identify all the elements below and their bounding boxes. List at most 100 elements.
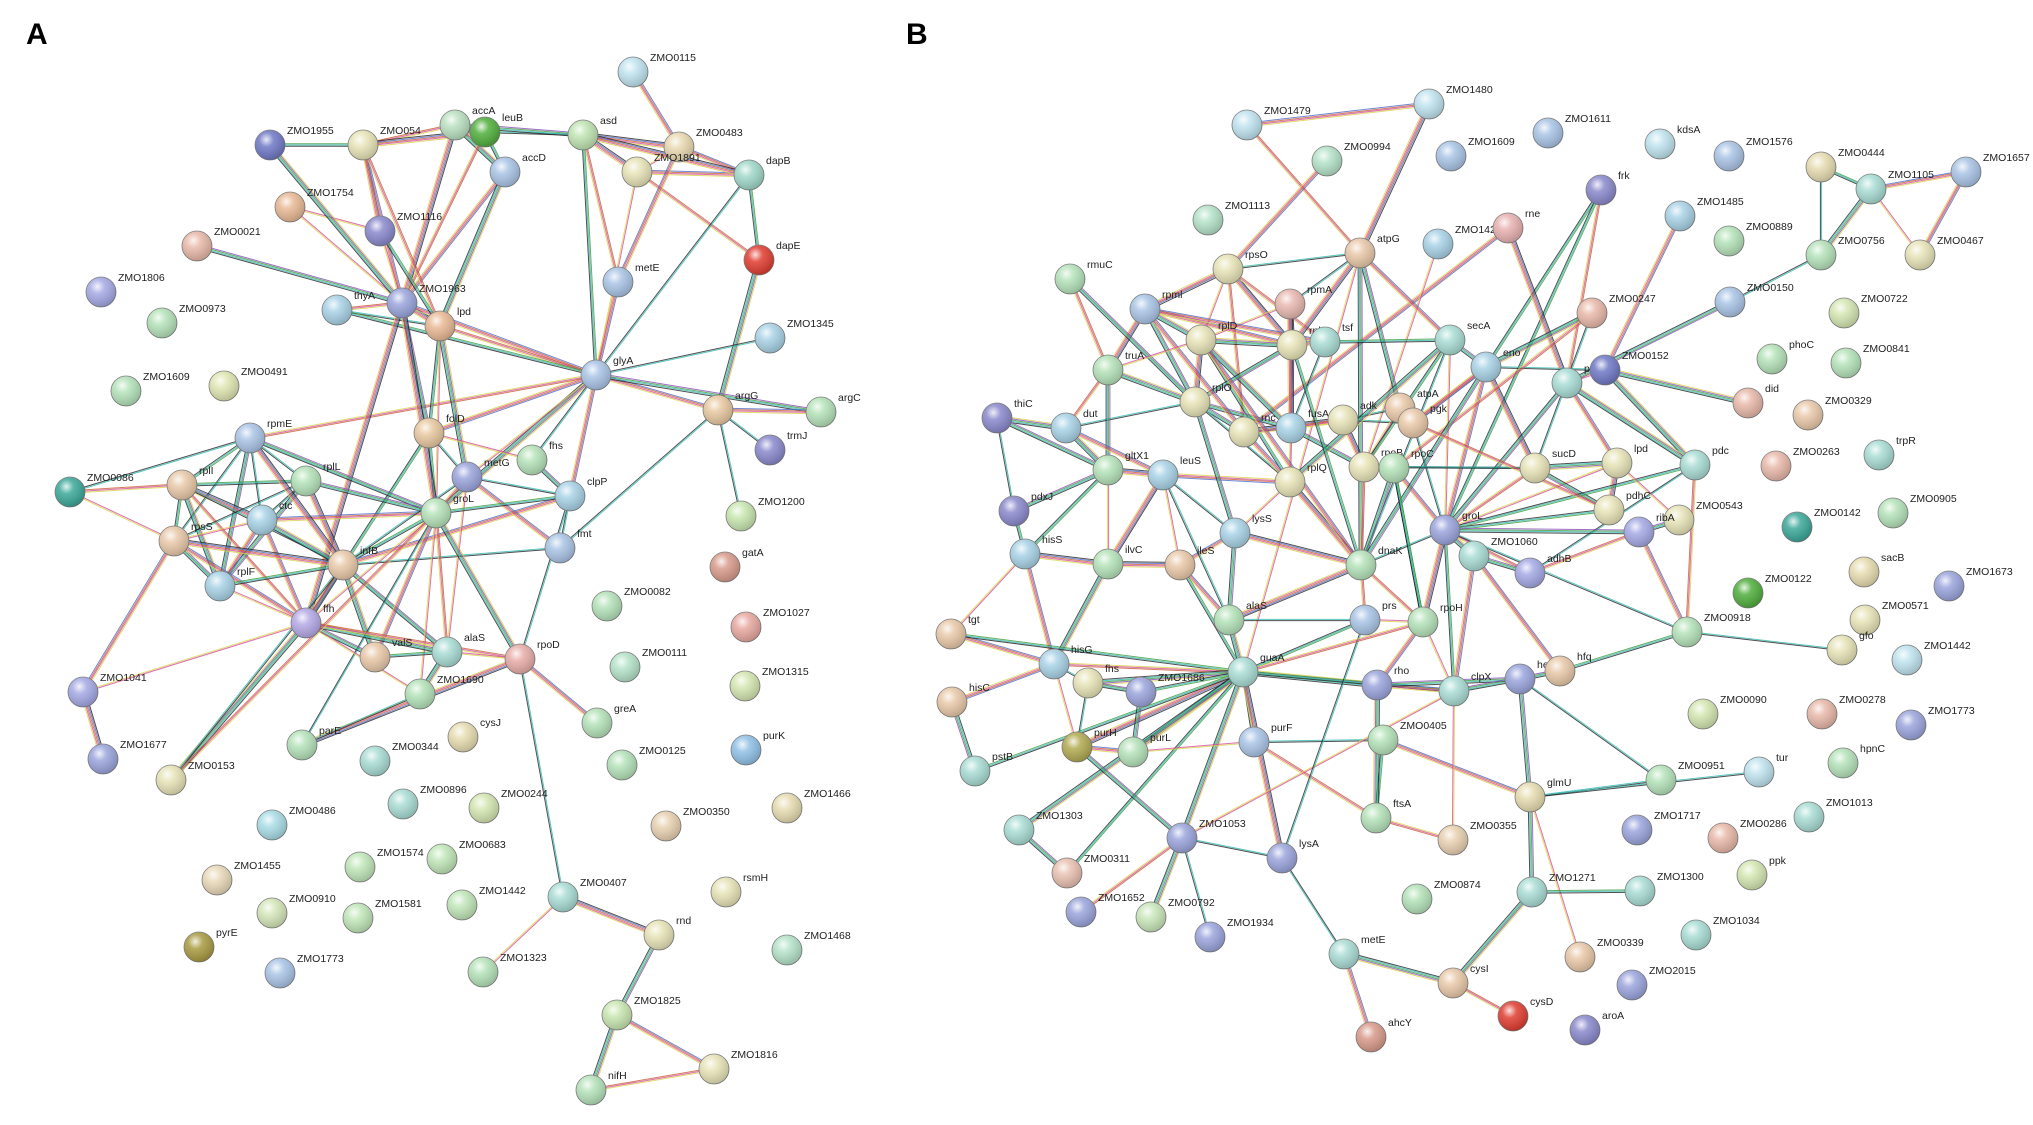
protein-node-ZMO1041[interactable]: ZMO1041: [67, 672, 147, 708]
protein-node-ZMO1303[interactable]: ZMO1303: [1003, 810, 1083, 846]
protein-node-adhB[interactable]: adhB: [1514, 553, 1572, 589]
protein-node-valS[interactable]: valS: [359, 637, 412, 673]
protein-node-gfo[interactable]: gfo: [1826, 630, 1874, 666]
protein-node-rpsS[interactable]: rpsS: [158, 521, 213, 557]
protein-node-pyrE[interactable]: pyrE: [183, 927, 238, 963]
protein-node-ZMO1323[interactable]: ZMO1323: [467, 952, 547, 988]
protein-node-ZMO1271[interactable]: ZMO1271: [1516, 872, 1596, 908]
protein-node-ZMO1455[interactable]: ZMO1455: [201, 860, 281, 896]
protein-node-groL[interactable]: groL: [420, 493, 474, 529]
protein-node-rsmH[interactable]: rsmH: [710, 872, 768, 908]
protein-node-pdhC[interactable]: pdhC: [1593, 490, 1652, 526]
protein-node-ZMO1116[interactable]: ZMO1116: [364, 211, 442, 247]
protein-node-argC[interactable]: argC: [805, 392, 861, 428]
protein-node-ileS[interactable]: ileS: [1164, 545, 1215, 581]
protein-node-ilvC[interactable]: ilvC: [1092, 544, 1143, 580]
protein-node-pdc[interactable]: pdc: [1679, 445, 1729, 481]
protein-node-ZMO0278[interactable]: ZMO0278: [1806, 694, 1886, 730]
protein-node-nifH[interactable]: nifH: [575, 1070, 627, 1106]
protein-node-rplO[interactable]: rplO: [1179, 382, 1232, 418]
protein-node-dapB[interactable]: dapB: [733, 155, 791, 191]
protein-node-ZMO0444[interactable]: ZMO0444: [1805, 147, 1885, 183]
protein-node-ZMO0918[interactable]: ZMO0918: [1671, 612, 1751, 648]
protein-node-ZMO1677[interactable]: ZMO1677: [87, 739, 167, 775]
protein-node-hfq[interactable]: hfq: [1544, 651, 1592, 687]
protein-node-purK[interactable]: purK: [730, 730, 785, 766]
protein-node-ZMO0951[interactable]: ZMO0951: [1645, 760, 1725, 796]
protein-node-ZMO1652[interactable]: ZMO1652: [1065, 892, 1145, 928]
protein-node-truA[interactable]: truA: [1092, 350, 1144, 386]
protein-node-folD[interactable]: folD: [413, 413, 465, 449]
protein-node-clpX[interactable]: clpX: [1438, 671, 1491, 707]
protein-node-rho[interactable]: rho: [1361, 665, 1409, 701]
protein-node-ZMO0874[interactable]: ZMO0874: [1401, 879, 1481, 915]
protein-node-trmJ[interactable]: trmJ: [754, 430, 807, 466]
protein-node-rplL[interactable]: rplL: [290, 461, 341, 497]
protein-node-ZMO1113[interactable]: ZMO1113: [1192, 200, 1270, 236]
protein-node-gatA[interactable]: gatA: [709, 547, 764, 583]
protein-node-ZMO0792[interactable]: ZMO0792: [1135, 897, 1215, 933]
protein-node-pdxJ[interactable]: pdxJ: [998, 491, 1053, 527]
protein-node-ZMO1581[interactable]: ZMO1581: [342, 898, 422, 934]
protein-node-ZMO1609[interactable]: ZMO1609: [1435, 136, 1515, 172]
protein-node-dnaK[interactable]: dnaK: [1345, 545, 1403, 581]
protein-node-hpnC[interactable]: hpnC: [1827, 743, 1886, 779]
protein-node-ZMO1013[interactable]: ZMO1013: [1793, 797, 1873, 833]
protein-node-tur[interactable]: tur: [1743, 752, 1789, 788]
protein-node-rpoH[interactable]: rpoH: [1407, 602, 1463, 638]
protein-node-ZMO1442[interactable]: ZMO1442: [1891, 640, 1971, 676]
protein-node-ZMO0329[interactable]: ZMO0329: [1792, 395, 1872, 431]
protein-node-rplQ[interactable]: rplQ: [1274, 462, 1327, 498]
protein-node-asd[interactable]: asd: [567, 115, 617, 151]
protein-node-ZMO0263[interactable]: ZMO0263: [1760, 446, 1840, 482]
protein-node-ZMO1955[interactable]: ZMO1955: [254, 125, 334, 161]
protein-node-ZMO1034[interactable]: ZMO1034: [1680, 915, 1760, 951]
protein-node-lpd[interactable]: lpd: [424, 306, 471, 342]
protein-node-ctc[interactable]: ctc: [246, 500, 292, 536]
protein-node-ZMO0756[interactable]: ZMO0756: [1805, 235, 1885, 271]
protein-node-ZMO1609[interactable]: ZMO1609: [110, 371, 190, 407]
protein-node-ZMO0683[interactable]: ZMO0683: [426, 839, 506, 875]
protein-node-ZMO0905[interactable]: ZMO0905: [1877, 493, 1957, 529]
protein-node-ZMO054[interactable]: ZMO054: [347, 125, 421, 161]
protein-node-adk[interactable]: adk: [1327, 400, 1378, 436]
protein-node-ZMO0152[interactable]: ZMO0152: [1589, 350, 1669, 386]
protein-node-ZMO1468[interactable]: ZMO1468: [771, 930, 851, 966]
protein-node-fusA[interactable]: fusA: [1275, 408, 1329, 444]
protein-node-rpmA[interactable]: rpmA: [1274, 284, 1332, 320]
protein-node-rpoD[interactable]: rpoD: [504, 639, 560, 675]
protein-node-cysD[interactable]: cysD: [1497, 996, 1554, 1032]
protein-node-alaS[interactable]: alaS: [431, 632, 485, 668]
protein-node-cysI[interactable]: cysI: [1437, 963, 1489, 999]
protein-node-lysS[interactable]: lysS: [1219, 513, 1272, 549]
protein-node-ZMO0571[interactable]: ZMO0571: [1849, 600, 1929, 636]
protein-node-argG[interactable]: argG: [702, 390, 758, 426]
protein-node-hisG[interactable]: hisG: [1038, 644, 1093, 680]
protein-node-accA[interactable]: accA: [439, 105, 495, 141]
protein-node-ZMO0111[interactable]: ZMO0111: [609, 647, 687, 683]
protein-node-aroA[interactable]: aroA: [1569, 1010, 1624, 1046]
protein-node-frk[interactable]: frk: [1585, 170, 1630, 206]
protein-node-ZMO0841[interactable]: ZMO0841: [1830, 343, 1910, 379]
protein-node-ZMO1754[interactable]: ZMO1754: [274, 187, 354, 223]
protein-node-sacB[interactable]: sacB: [1848, 552, 1904, 588]
protein-node-ZMO1442[interactable]: ZMO1442: [446, 885, 526, 921]
protein-node-ZMO1200[interactable]: ZMO1200: [725, 496, 805, 532]
protein-node-rplF[interactable]: rplF: [204, 566, 255, 602]
protein-node-ZMO0339[interactable]: ZMO0339: [1564, 937, 1644, 973]
protein-node-ZMO1422[interactable]: ZMO1422: [1422, 224, 1502, 260]
protein-node-fmt[interactable]: fmt: [544, 528, 592, 564]
protein-node-ZMO0086[interactable]: ZMO0086: [54, 472, 134, 508]
protein-node-ZMO0491[interactable]: ZMO0491: [208, 366, 288, 402]
protein-node-parE[interactable]: parE: [286, 725, 341, 761]
protein-node-ZMO1816[interactable]: ZMO1816: [698, 1049, 778, 1085]
protein-node-ZMO1485[interactable]: ZMO1485: [1664, 196, 1744, 232]
protein-node-ribA[interactable]: ribA: [1623, 512, 1675, 548]
protein-node-ZMO0910[interactable]: ZMO0910: [256, 893, 336, 929]
protein-node-ZMO0543[interactable]: ZMO0543: [1663, 500, 1743, 536]
protein-node-ZMO1053[interactable]: ZMO1053: [1166, 818, 1246, 854]
protein-node-cysJ[interactable]: cysJ: [447, 717, 501, 753]
protein-node-ZMO0896[interactable]: ZMO0896: [387, 784, 467, 820]
protein-node-ahcY[interactable]: ahcY: [1355, 1017, 1412, 1053]
protein-node-ZMO0082[interactable]: ZMO0082: [591, 586, 671, 622]
